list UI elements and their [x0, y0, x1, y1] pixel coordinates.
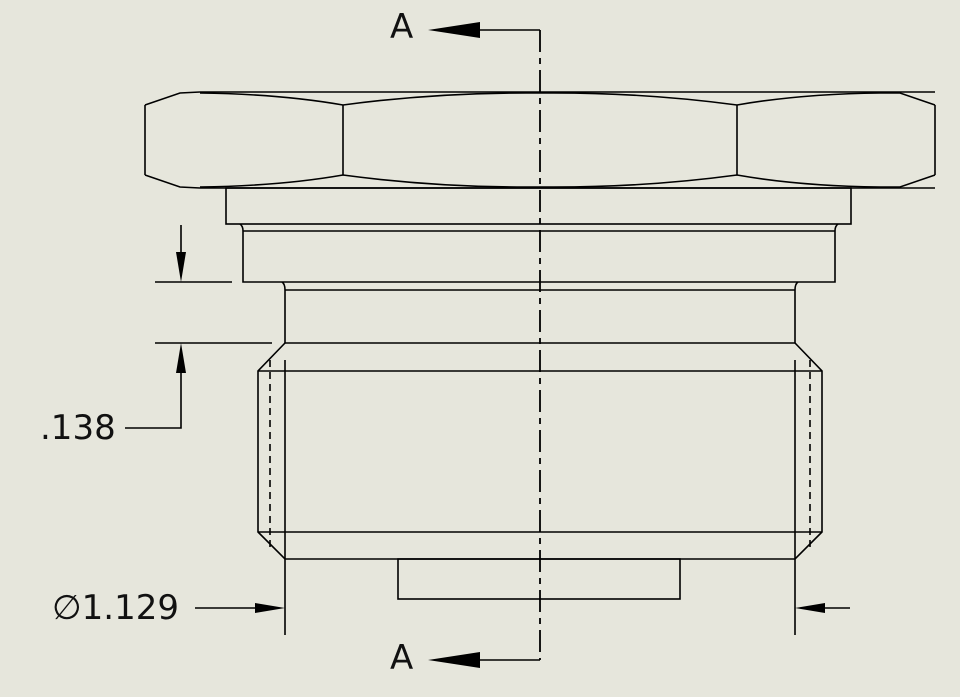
section-arrow-bottom: [428, 652, 540, 668]
shoulder: [239, 223, 839, 283]
dimension-138-lines: [125, 225, 272, 429]
diameter-symbol-icon: ∅: [52, 588, 82, 628]
diameter-value: 1.129: [81, 588, 179, 628]
collar: [225, 187, 852, 225]
section-label-top: A: [390, 7, 414, 47]
dimension-138-text: .138: [40, 408, 116, 448]
section-label-bottom: A: [390, 638, 414, 678]
bottom-tab: [397, 558, 681, 600]
dimension-diameter-lines: [195, 603, 850, 613]
section-arrow-top: [428, 22, 540, 38]
dimension-diameter-text: ∅1.129: [52, 591, 179, 625]
